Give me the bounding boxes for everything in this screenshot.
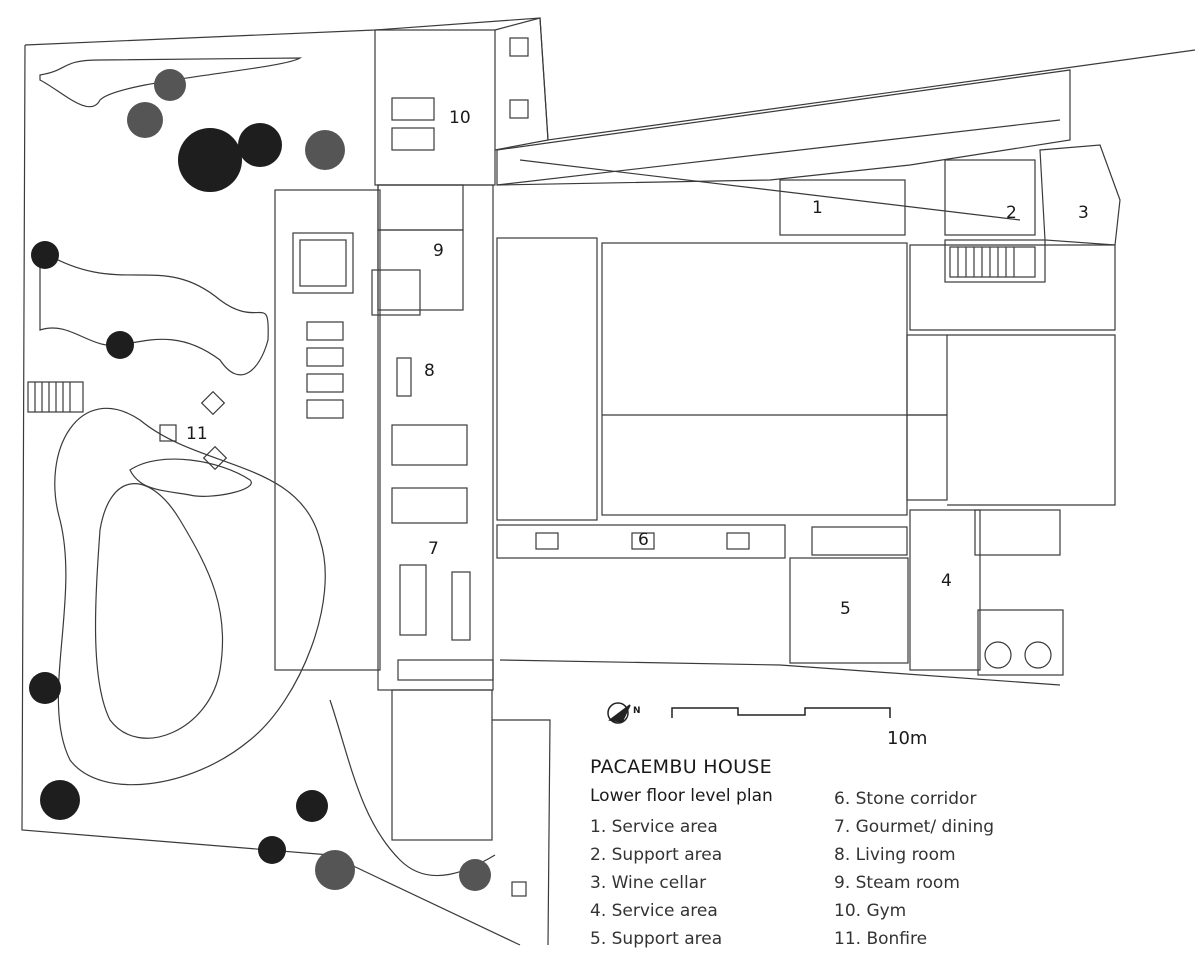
- plan-subtitle: Lower floor level plan: [590, 786, 773, 806]
- room-number-2: 2: [1006, 203, 1017, 223]
- central-block: [496, 237, 598, 521]
- room-number-5: 5: [840, 599, 851, 619]
- garden-kidney: [129, 458, 252, 497]
- garden-inner: [94, 483, 224, 739]
- legend-column-right: 6. Stone corridor 7. Gourmet/ dining 8. …: [834, 785, 994, 953]
- room-number-7: 7: [428, 539, 439, 559]
- garden-lawn: [54, 407, 326, 786]
- room-5: [789, 557, 909, 664]
- deck: [274, 189, 381, 671]
- garden-edge: [39, 248, 269, 376]
- stairs-left: [27, 381, 84, 413]
- room-number-10: 10: [449, 108, 471, 128]
- north-label: N: [633, 706, 641, 716]
- legend-item: 3. Wine cellar: [590, 873, 707, 893]
- stairs-right: [949, 246, 1036, 278]
- gym-room: [374, 29, 496, 186]
- legend-item: 2. Support area: [590, 845, 723, 865]
- palm-tree-icon: [29, 69, 491, 891]
- north-arrow-icon: [607, 702, 631, 724]
- stone-corridor: [496, 524, 786, 559]
- legend-item: 6. Stone corridor: [834, 789, 977, 809]
- room-number-11: 11: [186, 424, 208, 444]
- hall: [601, 242, 908, 516]
- room-number-8: 8: [424, 361, 435, 381]
- site-boundary-left: [21, 44, 521, 946]
- room-4: [909, 509, 981, 671]
- loungers: [306, 321, 344, 419]
- room-number-6: 6: [638, 530, 649, 550]
- site-boundary: [24, 17, 1196, 141]
- legend-item: 5. Support area: [590, 929, 723, 949]
- legend-column-left: 1. Service area 2. Support area 3. Wine …: [590, 813, 722, 953]
- room-1: [779, 179, 906, 236]
- plan-title: PACAEMBU HOUSE: [590, 756, 772, 778]
- legend-item: 4. Service area: [590, 901, 718, 921]
- room-number-4: 4: [941, 571, 952, 591]
- dining-table: [399, 564, 427, 636]
- pool-square-inner: [299, 239, 347, 287]
- scale-label: 10m: [887, 728, 928, 749]
- room-2: [944, 159, 1036, 236]
- room-number-3: 3: [1078, 203, 1089, 223]
- pool-square: [292, 232, 354, 294]
- legend-item: 1. Service area: [590, 817, 718, 837]
- legend-item: 8. Living room: [834, 845, 956, 865]
- legend-item: 9. Steam room: [834, 873, 960, 893]
- room-number-1: 1: [812, 198, 823, 218]
- garden-path: [39, 57, 303, 108]
- room-number-9: 9: [433, 241, 444, 261]
- legend-item: 7. Gourmet/ dining: [834, 817, 995, 837]
- legend-item: 10. Gym: [834, 901, 907, 921]
- room-3: [1039, 144, 1121, 246]
- legend-item: 11. Bonfire: [834, 929, 928, 949]
- garden-edge-lower: [329, 699, 496, 877]
- scale-bar-icon: [671, 707, 891, 718]
